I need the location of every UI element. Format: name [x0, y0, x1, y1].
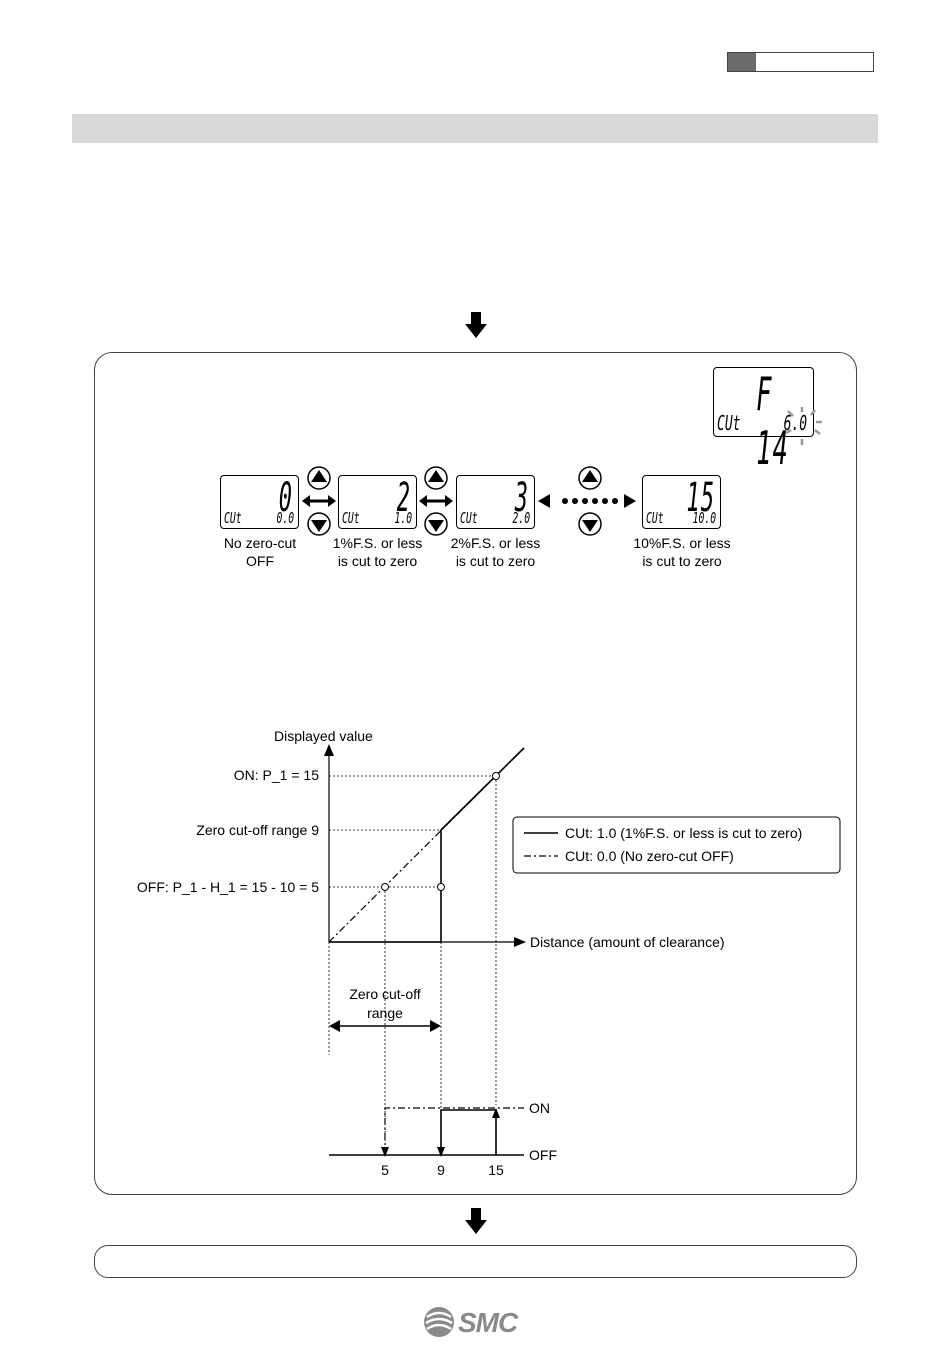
- output-tick-15: 15: [488, 1162, 504, 1178]
- range-caption-line1: Zero cut-off: [349, 986, 420, 1002]
- range-caption-line2: range: [367, 1005, 403, 1021]
- lcd-step-1-label: CUt: [342, 509, 360, 527]
- marker-on: [492, 772, 500, 780]
- legend-dashdot-label: CUt: 0.0 (No zero-cut OFF): [565, 848, 734, 864]
- up-button-icon: [578, 466, 602, 490]
- marker-off-solid: [437, 883, 445, 891]
- up-down-buttons-1: [302, 466, 336, 536]
- legend-solid-label: CUt: 1.0 (1%F.S. or less is cut to zero): [565, 825, 802, 841]
- lcd-step-0-label: CUt: [224, 509, 242, 527]
- smc-logo-icon: [424, 1307, 454, 1337]
- lcd-step-3-value: 15: [686, 475, 715, 521]
- smc-logo-text: SMC: [458, 1307, 518, 1338]
- down-arrow-icon: [465, 312, 487, 338]
- blink-indicator-icon: [785, 407, 822, 445]
- up-button-icon: [307, 466, 331, 490]
- lcd-step-3-label: CUt: [646, 509, 664, 527]
- lcd-step-2-value: 3: [514, 475, 529, 521]
- marker-off-dashdot: [381, 883, 389, 891]
- range-level-label: Zero cut-off range 9: [196, 822, 319, 838]
- output-solid: [440, 1109, 497, 1155]
- zero-cutoff-diagram: Displayed value Distance (amount of clea…: [137, 728, 841, 1178]
- lcd-step-1-value: 2: [396, 475, 411, 521]
- lcd-step-0-setting: 0.0: [276, 509, 294, 527]
- lcd-step-1-setting: 1.0: [394, 509, 412, 527]
- lcd-step-2-setting: 2.0: [512, 509, 530, 527]
- smc-logo: SMC: [422, 1305, 532, 1339]
- down-button-icon: [424, 512, 448, 536]
- lcd-step-3: 15 CUt 10.0: [642, 475, 721, 529]
- double-arrow-icon: [419, 495, 453, 507]
- down-arrow-icon: [465, 1208, 487, 1234]
- off-level-label: OFF: P_1 - H_1 = 15 - 10 = 5: [137, 879, 319, 895]
- next-step-box: [94, 1245, 857, 1278]
- content-panel: [94, 352, 857, 1195]
- output-tick-5: 5: [381, 1162, 389, 1178]
- up-down-buttons-2: [419, 466, 453, 536]
- lcd-step-3-caption: 10%F.S. or less is cut to zero: [633, 535, 731, 569]
- dotted-double-arrow-icon: [538, 494, 636, 508]
- function-lcd-main: F 14: [756, 367, 789, 475]
- legend-box: [512, 816, 841, 874]
- lcd-step-1-caption: 1%F.S. or less is cut to zero: [332, 535, 423, 569]
- down-button-icon: [578, 512, 602, 536]
- output-dashdot: [384, 1107, 524, 1155]
- output-tick-9: 9: [437, 1162, 445, 1178]
- lcd-step-0: 0 CUt 0.0: [220, 475, 299, 529]
- on-level-label: ON: P_1 = 15: [234, 767, 319, 783]
- double-arrow-icon: [302, 495, 336, 507]
- function-lcd-sub-left: CUt: [717, 411, 741, 435]
- y-axis-label: Displayed value: [274, 728, 373, 744]
- lcd-step-2: 3 CUt 2.0: [456, 475, 535, 529]
- output-on-label: ON: [529, 1100, 550, 1116]
- function-lcd-sub-right: 6.0: [783, 411, 807, 435]
- lcd-step-2-label: CUt: [460, 509, 478, 527]
- function-lcd: F 14 CUt 6.0: [713, 367, 814, 475]
- x-axis-label: Distance (amount of clearance): [530, 934, 725, 950]
- down-button-icon: [307, 512, 331, 536]
- lcd-step-0-caption: No zero-cut OFF: [223, 535, 297, 569]
- lcd-step-0-value: 0: [278, 475, 293, 521]
- up-down-buttons-3: [538, 466, 636, 536]
- output-off-label: OFF: [529, 1147, 557, 1163]
- up-button-icon: [424, 466, 448, 490]
- lcd-step-2-caption: 2%F.S. or less is cut to zero: [450, 535, 541, 569]
- section-heading-bar: [72, 114, 878, 143]
- y-axis: [324, 744, 334, 942]
- lcd-step-1: 2 CUt 1.0: [338, 475, 417, 529]
- page-tag: [727, 52, 874, 72]
- lcd-step-3-setting: 10.0: [692, 509, 716, 527]
